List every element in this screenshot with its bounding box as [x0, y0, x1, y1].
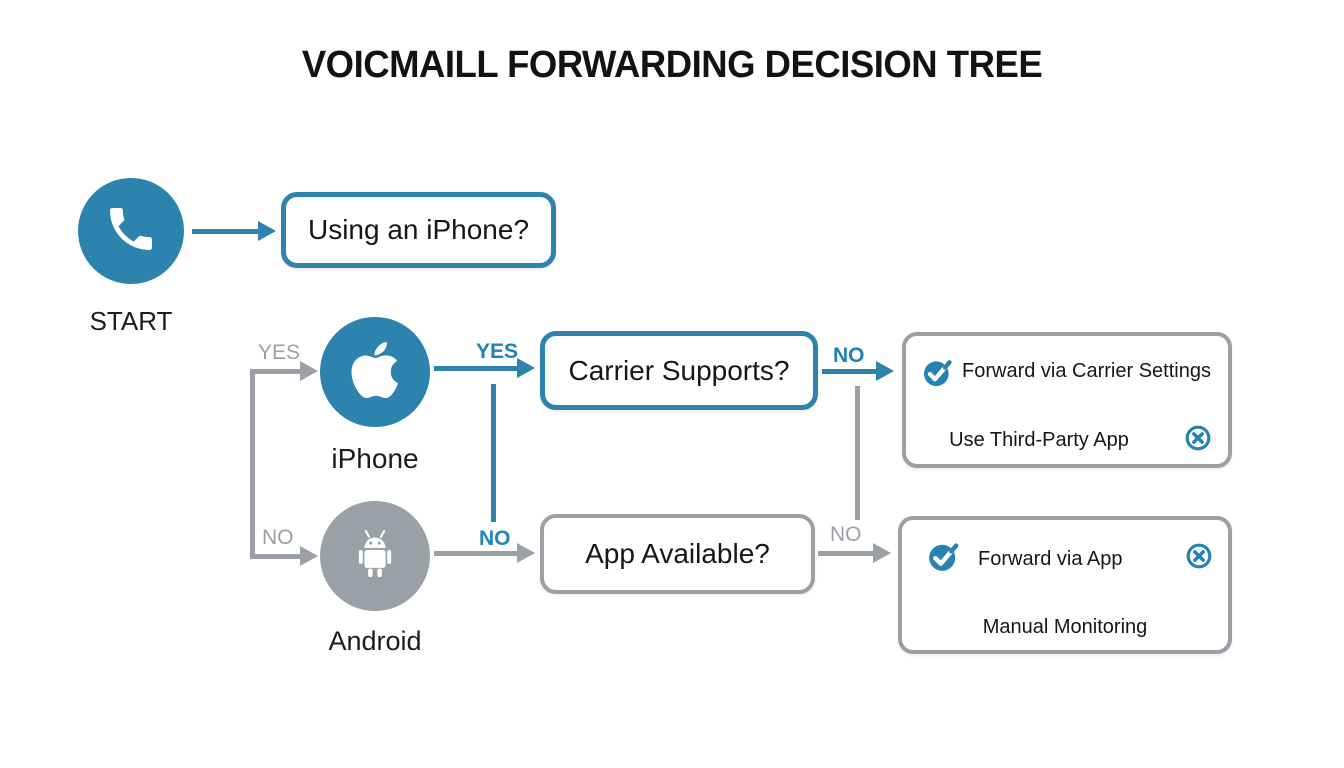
branch-no-line	[250, 554, 302, 559]
branch-yes-line	[250, 369, 302, 374]
branch-label-yes-carrier: YES	[476, 340, 519, 363]
iphone-node	[320, 317, 430, 427]
start-label: START	[89, 306, 173, 336]
branch-connector-left	[250, 369, 255, 559]
decision-box-app-available: App Available?	[540, 514, 815, 594]
branch-label-no-carrier: NO	[833, 344, 865, 367]
arrow-app-to-result	[818, 551, 875, 556]
decision-box-carrier-supports: Carrier Supports?	[540, 331, 818, 410]
arrow-start-to-question	[192, 229, 260, 234]
arrowhead-icon	[517, 543, 535, 563]
arrow-android-to-app	[434, 551, 519, 556]
result-app-primary: Forward via App	[978, 548, 1123, 570]
branch-label-no-android: NO	[262, 526, 294, 549]
arrow-carrier-to-result	[822, 369, 878, 374]
result-carrier-primary: Forward via Carrier Settings	[962, 360, 1211, 382]
decision-box-using-iphone: Using an iPhone?	[281, 192, 556, 268]
connector-right-drop	[855, 386, 860, 520]
result-app-secondary: Manual Monitoring	[982, 616, 1148, 638]
branch-label-no-app: NO	[830, 523, 862, 546]
phone-icon	[103, 201, 159, 262]
arrowhead-icon	[517, 358, 535, 378]
arrowhead-icon	[258, 221, 276, 241]
check-circle-icon	[921, 355, 955, 394]
arrowhead-icon	[876, 361, 894, 381]
android-label: Android	[328, 626, 422, 656]
check-circle-icon	[926, 538, 962, 579]
branch-label-yes-iphone: YES	[258, 341, 301, 364]
decision-label: Using an iPhone?	[307, 214, 530, 245]
arrowhead-icon	[300, 361, 318, 381]
start-node	[78, 178, 184, 284]
arrowhead-icon	[300, 546, 318, 566]
result-box-app: Forward via App Manual Monitoring	[898, 516, 1232, 654]
iphone-label: iPhone	[331, 443, 419, 474]
decision-label: App Available?	[585, 538, 770, 569]
arrowhead-icon	[873, 543, 891, 563]
arrow-iphone-to-carrier	[434, 366, 519, 371]
branch-label-no-app-route: NO	[479, 527, 511, 550]
result-box-carrier: Forward via Carrier Settings Use Third-P…	[902, 332, 1232, 468]
connector-carrier-to-app-route	[491, 384, 496, 522]
apple-icon	[349, 338, 401, 407]
x-circle-icon	[1182, 422, 1214, 459]
diagram-title: VOICMAILL FORWARDING DECISION TREE	[301, 44, 1043, 86]
android-icon	[342, 521, 408, 592]
x-circle-icon	[1183, 540, 1215, 577]
result-carrier-secondary: Use Third-Party App	[949, 429, 1129, 451]
decision-label: Carrier Supports?	[568, 354, 790, 386]
android-node	[320, 501, 430, 611]
